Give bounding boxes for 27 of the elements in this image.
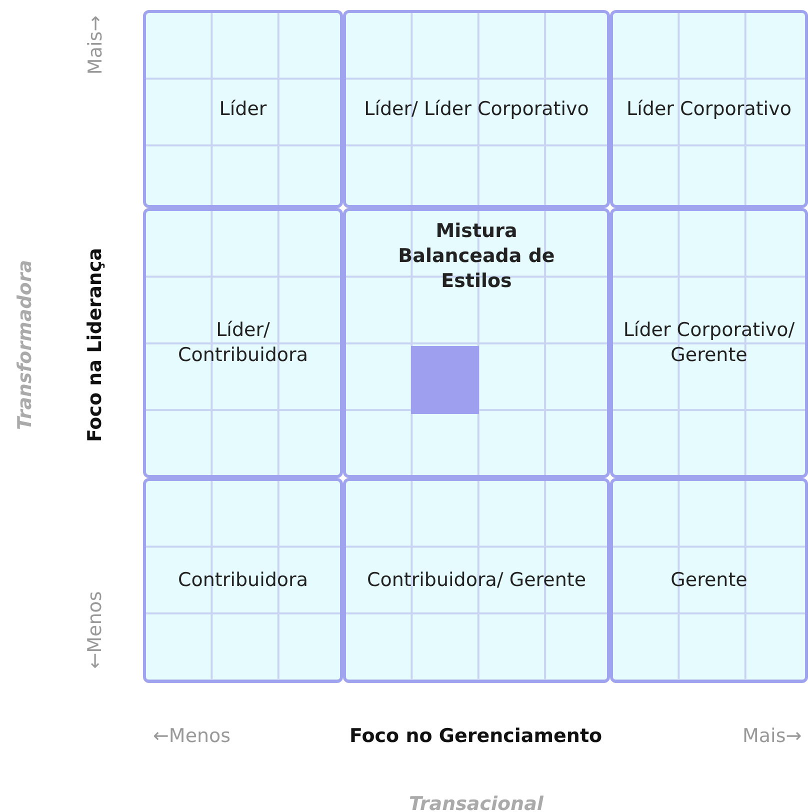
cell-label: Mistura Balanceada de Estilos (397, 219, 556, 294)
cell-label: Líder/ Contribuidora (177, 318, 309, 368)
matrix-cell (610, 10, 808, 208)
cell-label: Líder Corporativo (626, 96, 792, 122)
matrix-cell (610, 478, 808, 683)
cell-label: Contribuidora (177, 568, 309, 593)
cell-label: Líder/ Líder Corporativo (363, 96, 590, 122)
matrix-cell (143, 478, 343, 683)
cell-label: Contribuidora/ Gerente (366, 568, 588, 593)
matrix-cell (343, 478, 610, 683)
cell-label: Líder Corporativo/ Gerente (622, 318, 796, 368)
axis-subtitle: Transformadora (14, 260, 36, 430)
axis-end-label: Mais→ (84, 15, 106, 75)
cell-label: Líder (218, 96, 268, 122)
axis-end-label: Mais→ (742, 725, 802, 747)
matrix-cell (343, 208, 610, 478)
matrix-cell (343, 10, 610, 208)
axis-end-label: ←Menos (84, 591, 106, 669)
axis-end-label: ←Menos (153, 725, 231, 747)
cell-label: Gerente (670, 568, 748, 593)
matrix-cell (610, 208, 808, 478)
axis-subtitle: Transacional (409, 793, 544, 812)
matrix-cell (143, 208, 343, 478)
axis-title: Foco na Liderança (84, 248, 106, 442)
matrix-cell (143, 10, 343, 208)
axis-title: Foco no Gerenciamento (350, 725, 602, 747)
highlight-square (411, 346, 479, 414)
